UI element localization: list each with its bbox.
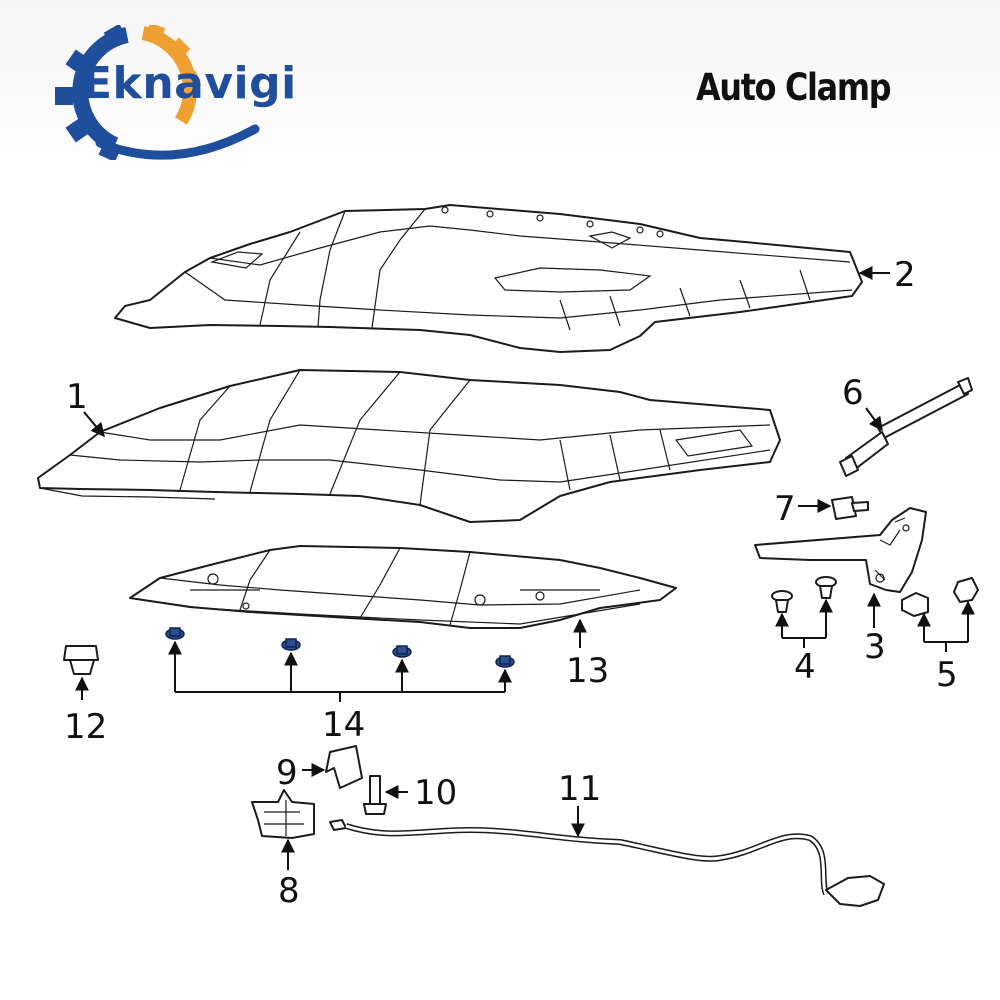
- callout-3: 3: [864, 627, 886, 667]
- callout-4: 4: [794, 647, 816, 687]
- callout-11: 11: [558, 769, 601, 809]
- hood-latch-part: [251, 789, 315, 839]
- hood-insulator-part: [114, 204, 863, 353]
- push-pin-clip-part: [165, 627, 515, 668]
- header-band: [0, 0, 1000, 175]
- latch-bolt-part: [363, 775, 387, 815]
- latch-cover-part: [325, 745, 363, 789]
- hinge-bolt-part: [771, 576, 837, 613]
- callout-12: 12: [64, 707, 107, 747]
- hood-bumper-part: [63, 645, 99, 675]
- callout-6: 6: [842, 373, 864, 413]
- callout-7: 7: [774, 489, 796, 529]
- product-title: Auto Clamp: [696, 66, 891, 109]
- leader-lines: [75, 266, 975, 870]
- gear-logo-icon: [55, 25, 260, 160]
- hood-inner-panel-part: [129, 545, 677, 629]
- callout-9: 9: [276, 753, 298, 793]
- callout-14: 14: [322, 705, 365, 745]
- callout-13: 13: [566, 651, 609, 691]
- callout-2: 2: [894, 255, 916, 295]
- hood-strut-part: [839, 377, 973, 477]
- callout-labels: 1 2 3 4 5 6 7 8 9 10 11 12 13 14: [64, 255, 958, 911]
- brand-name: Eknavigi: [82, 58, 297, 109]
- stud-part: [831, 496, 869, 520]
- release-cable-part: [329, 819, 885, 907]
- hood-panel-part: [37, 369, 781, 523]
- callout-1: 1: [66, 377, 88, 417]
- callout-10: 10: [414, 773, 457, 813]
- hood-hinge-part: [754, 507, 927, 593]
- callout-8: 8: [278, 871, 300, 911]
- hinge-screw-part: [901, 577, 979, 617]
- callout-5: 5: [936, 655, 958, 695]
